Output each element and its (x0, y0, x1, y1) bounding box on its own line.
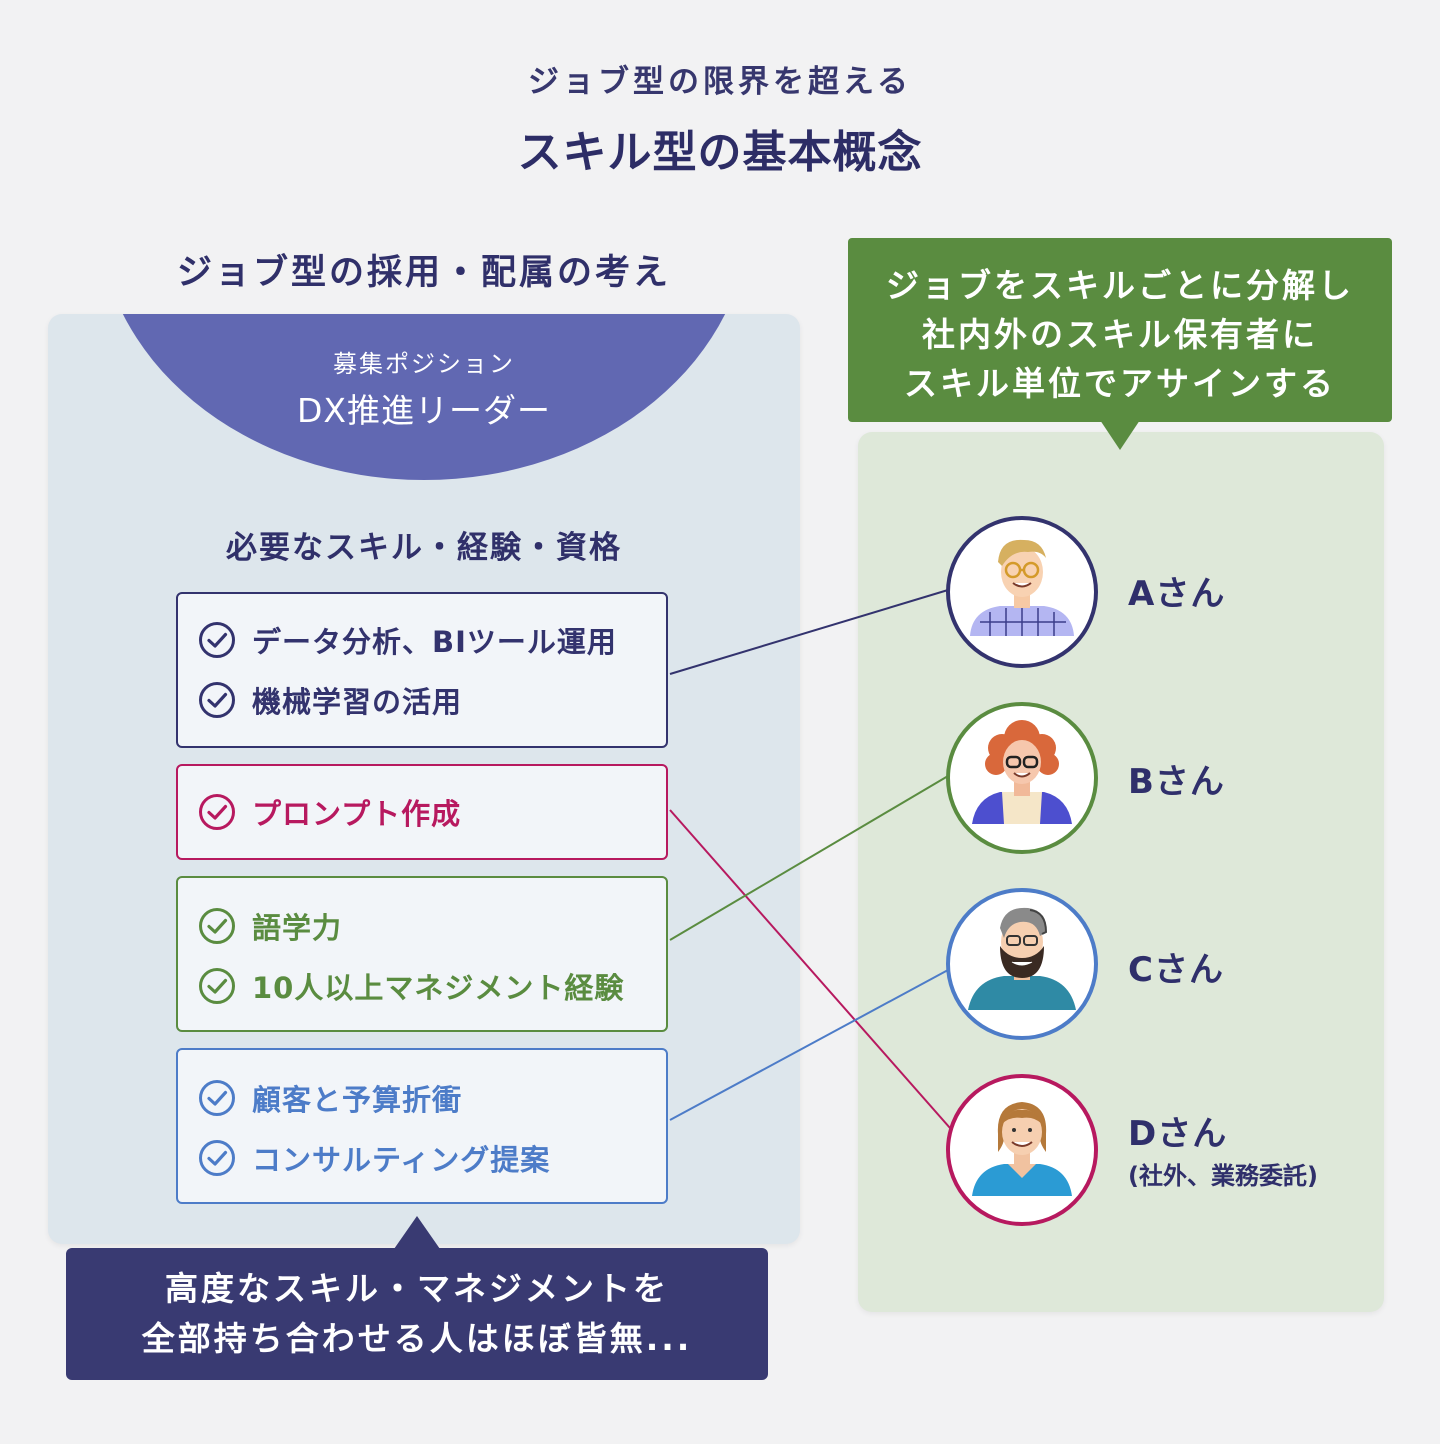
person-d-icon (972, 1102, 1072, 1196)
avatar-a (946, 516, 1098, 668)
callout-line: ジョブをスキルごとに分解し (886, 266, 1354, 305)
skill-label: プロンプト作成 (252, 797, 462, 831)
person-c-name: Cさん (1128, 950, 1224, 990)
person-c-icon (968, 907, 1076, 1010)
job-type-heading: ジョブ型の採用・配属の考え (176, 253, 671, 293)
check-circle-icon (199, 908, 235, 944)
position-value: DX推進リーダー (296, 391, 552, 430)
skill-item: 語学力 (198, 904, 342, 948)
check-circle-icon (199, 968, 235, 1004)
check-circle-icon (199, 1140, 235, 1176)
conclusion-line: 高度なスキル・マネジメントを (165, 1269, 669, 1308)
skills-heading: 必要なスキル・経験・資格 (226, 530, 622, 566)
skill-item: データ分析、BIツール運用 (198, 618, 617, 662)
person-d-name: Dさん (1128, 1114, 1228, 1154)
skill-label: 顧客と予算折衝 (252, 1083, 463, 1117)
skill-item: 10人以上マネジメント経験 (198, 964, 624, 1008)
check-circle-icon (199, 622, 235, 658)
job-type-panel: 募集ポジション DX推進リーダー 必要なスキル・経験・資格 (48, 314, 800, 1244)
connector-d (669, 809, 951, 1129)
skill-label: データ分析、BIツール運用 (252, 625, 617, 659)
skill-type-callout: ジョブをスキルごとに分解し 社内外のスキル保有者に スキル単位でアサインする (848, 238, 1392, 422)
connector-a (669, 589, 949, 675)
connector-c (669, 969, 949, 1121)
skill-label: 10人以上マネジメント経験 (252, 971, 625, 1005)
check-circle-icon (199, 794, 235, 830)
skill-label: 語学力 (252, 911, 343, 945)
skill-type-panel (858, 432, 1384, 1312)
skill-item: コンサルティング提案 (198, 1136, 550, 1180)
skill-label: コンサルティング提案 (252, 1143, 551, 1177)
conclusion-pointer (394, 1216, 440, 1249)
connector-b (669, 775, 949, 941)
skill-card-consulting: 顧客と予算折衝 コンサルティング提案 (176, 1048, 668, 1204)
skill-item: 機械学習の活用 (198, 678, 462, 722)
avatar-b (946, 702, 1098, 854)
page-title: スキル型の基本概念 (517, 127, 923, 178)
avatar-c (946, 888, 1098, 1040)
check-circle-icon (199, 1080, 235, 1116)
skill-card-management: 語学力 10人以上マネジメント経験 (176, 876, 668, 1032)
skill-card-prompt: プロンプト作成 (176, 764, 668, 860)
skill-label: 機械学習の活用 (252, 685, 463, 719)
skill-item: プロンプト作成 (198, 790, 461, 834)
person-b-icon (972, 720, 1072, 824)
callout-line: 社内外のスキル保有者に (922, 315, 1318, 354)
conclusion-line: 全部持ち合わせる人はほぼ皆無... (141, 1319, 693, 1358)
person-a-icon (970, 539, 1074, 636)
skill-item: 顧客と予算折衝 (198, 1076, 462, 1120)
check-circle-icon (199, 682, 235, 718)
conclusion-callout: 高度なスキル・マネジメントを 全部持ち合わせる人はほぼ皆無... (66, 1248, 768, 1380)
callout-pointer (1100, 420, 1140, 450)
person-a-name: Aさん (1128, 574, 1226, 614)
person-d-note: (社外、業務委託) (1128, 1162, 1318, 1190)
callout-line: スキル単位でアサインする (904, 364, 1336, 403)
avatar-d (946, 1074, 1098, 1226)
person-b-name: Bさん (1128, 762, 1225, 802)
skill-card-data: データ分析、BIツール運用 機械学習の活用 (176, 592, 668, 748)
page-subtitle: ジョブ型の限界を超える (527, 64, 913, 100)
position-label: 募集ポジション (333, 350, 515, 378)
